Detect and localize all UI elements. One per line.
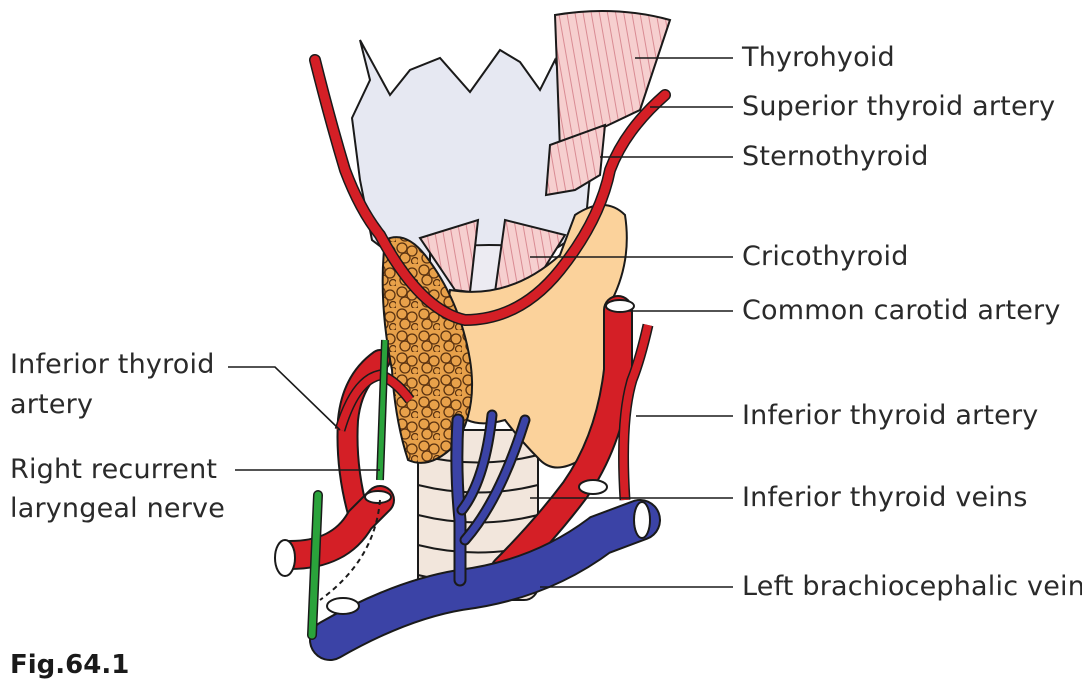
label-superior-thyroid-artery: Superior thyroid artery xyxy=(742,91,1056,122)
thyrohyoid-muscle xyxy=(553,10,672,152)
left-brachiocephalic-vein xyxy=(311,501,659,659)
label-cricothyroid: Cricothyroid xyxy=(742,241,909,272)
left-common-carotid-artery xyxy=(492,297,631,583)
label-inferior-thyroid-artery-left-line1: Inferior thyroid xyxy=(10,349,215,380)
label-inferior-thyroid-artery-left-line2: artery xyxy=(10,389,94,420)
right-recurrent-laryngeal-nerve-upper xyxy=(377,339,388,481)
inferior-thyroid-artery-left-side xyxy=(619,324,652,501)
right-recurrent-laryngeal-nerve xyxy=(308,491,322,639)
inferior-thyroid-veins xyxy=(450,409,531,587)
sternothyroid-muscle xyxy=(544,123,607,197)
label-right-recurrent-laryngeal-nerve-line2: laryngeal nerve xyxy=(10,493,226,524)
label-inferior-thyroid-artery-right: Inferior thyroid artery xyxy=(742,400,1039,431)
figure-label: Fig.64.1 xyxy=(10,650,130,680)
leader-lines xyxy=(228,57,733,588)
label-left-brachiocephalic-vein: Left brachiocephalic vein xyxy=(742,571,1082,602)
label-inferior-thyroid-veins: Inferior thyroid veins xyxy=(742,482,1028,513)
label-common-carotid-artery: Common carotid artery xyxy=(742,295,1061,326)
label-right-recurrent-laryngeal-nerve-line1: Right recurrent xyxy=(10,454,218,485)
label-sternothyroid: Sternothyroid xyxy=(742,141,929,172)
label-thyrohyoid: Thyrohyoid xyxy=(742,42,895,73)
nerve-loop-dashed xyxy=(319,499,381,601)
